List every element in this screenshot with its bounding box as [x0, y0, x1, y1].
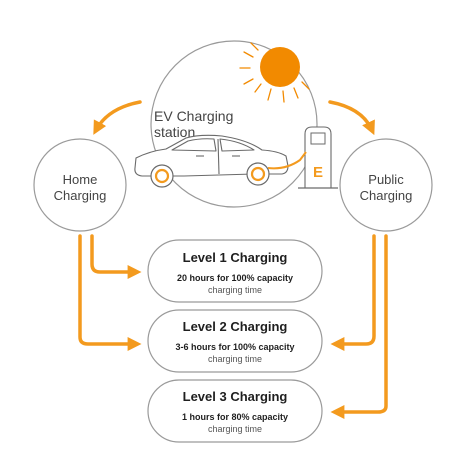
public-charging-node — [339, 138, 433, 232]
car-wheels — [150, 162, 270, 188]
home-charging-line1: Home — [63, 172, 98, 187]
level-2-box: Level 2 Charging 3-6 hours for 100% capa… — [147, 309, 323, 373]
level-3-box: Level 3 Charging 1 hours for 80% capacit… — [147, 379, 323, 443]
level-3-detail: 1 hours for 80% capacity — [182, 412, 288, 422]
home-charging-node — [33, 138, 127, 232]
station-title-line1: EV Charging — [154, 108, 233, 124]
public-charging-line2: Charging — [360, 188, 413, 203]
sun-icon — [239, 42, 310, 103]
level-1-title: Level 1 Charging — [183, 250, 288, 265]
car-icon — [134, 134, 289, 177]
arrow-public-to-level3 — [330, 234, 388, 419]
level-3-title: Level 3 Charging — [183, 389, 288, 404]
level-1-box: Level 1 Charging 20 hours for 100% capac… — [147, 239, 323, 303]
station-title-line2: station — [154, 124, 195, 140]
arrow-home-to-level2 — [78, 234, 142, 351]
arrow-station-to-public — [328, 100, 375, 136]
level-2-detail: 3-6 hours for 100% capacity — [175, 342, 294, 352]
charger-label: E — [313, 164, 323, 181]
level-2-sub: charging time — [208, 354, 262, 364]
level-2-title: Level 2 Charging — [183, 319, 288, 334]
level-1-sub: charging time — [208, 285, 262, 295]
arrow-public-to-level2 — [330, 234, 376, 351]
arrow-station-to-home — [93, 100, 142, 135]
level-3-sub: charging time — [208, 424, 262, 434]
level-1-detail: 20 hours for 100% capacity — [177, 273, 293, 283]
public-charging-line1: Public — [368, 172, 404, 187]
charger-icon — [267, 126, 338, 189]
arrow-home-to-level1 — [90, 234, 142, 279]
home-charging-line2: Charging — [54, 188, 107, 203]
